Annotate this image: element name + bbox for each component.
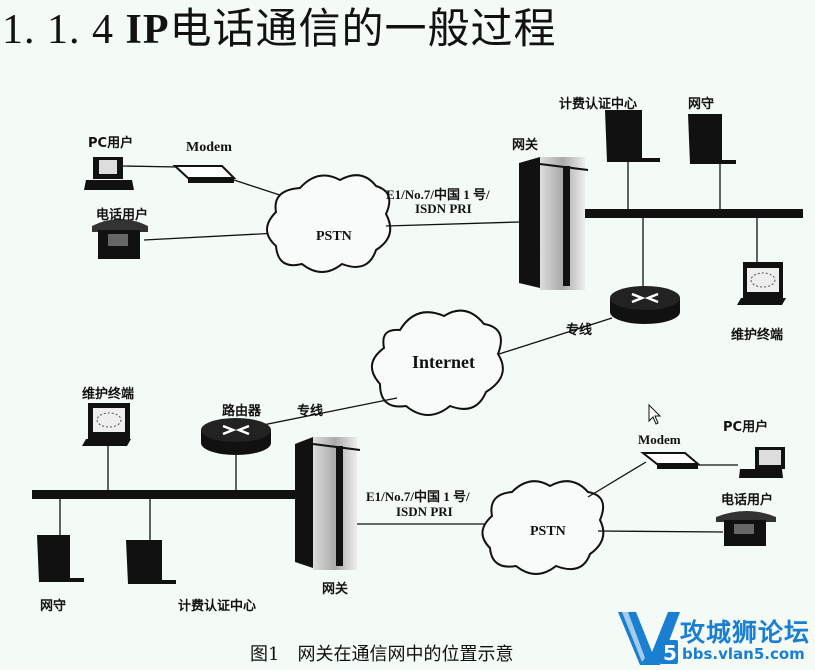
gateway-icon [295,437,361,570]
link-pc-modem [122,165,179,168]
link-pstn-phone [597,530,724,533]
label-maintenance-terminal: 维护终端 [731,328,784,343]
label-pstn: PSTN [530,524,566,539]
link-pstn-modem [587,461,647,498]
label-leased-line: 专线 [566,323,593,338]
label-maintenance-terminal: 维护终端 [82,387,135,402]
link-phone-pstn [143,232,279,241]
internet-cloud [371,309,504,416]
gateway-icon [519,157,589,290]
label-pc-user: PC用户 [88,136,134,151]
label-trunk-line-2: ISDN PRI [396,504,453,519]
leased-line-bottom [247,397,398,429]
label-gatekeeper: 网守 [688,97,715,112]
laptop-icon [82,403,131,446]
label-phone-user: 电话用户 [96,208,149,223]
svg-text:5: 5 [663,641,677,665]
label-trunk-line-1: E1/No.7/中国 1 号/ [366,489,470,504]
figure-caption-text: 网关在通信网中的位置示意 [297,644,514,665]
modem-icon [172,165,237,183]
heading-text: 电话通信的一般过程 [169,7,557,53]
figure-number: 图1 [250,644,280,665]
label-router: 路由器 [222,404,262,419]
label-gateway: 网关 [322,582,349,597]
label-billing-center: 计费认证中心 [178,599,257,614]
label-modem: Modem [186,140,232,155]
figure-caption: 图1 网关在通信网中的位置示意 [250,640,531,666]
section-heading: 1. 1. 4 IP电话通信的一般过程 [2,0,557,60]
server-gatekeeper-icon [37,535,84,582]
label-modem: Modem [638,432,681,447]
label-trunk-line-2: ISDN PRI [415,201,472,216]
phone-icon [716,511,776,546]
server-billing-icon [126,540,176,584]
server-gatekeeper-icon [688,114,736,164]
label-billing-center: 计费认证中心 [559,97,638,112]
pstn-cloud [481,480,605,575]
server-billing-icon [605,110,660,162]
label-internet: Internet [412,352,475,372]
router-icon [201,418,271,455]
router-icon [610,286,680,324]
modem-icon [640,452,701,469]
label-pc-user: PC用户 [723,420,769,435]
mouse-cursor-icon [648,404,662,425]
laptop-icon [737,262,786,305]
link-pstn-gateway [385,221,520,227]
label-trunk-line-1: E1/No.7/中国 1 号/ [386,187,490,202]
phone-icon [92,219,148,259]
bottom-lan-bus [32,490,302,499]
pstn-cloud [266,174,392,273]
heading-ip: IP [125,7,170,53]
label-pstn: PSTN [316,229,352,244]
watermark-title: 攻城狮论坛 [680,618,811,647]
top-lan-bus [585,209,803,218]
watermark-url: bbs.vlan5.com [682,645,805,663]
label-phone-user: 电话用户 [721,493,774,508]
label-leased-line: 专线 [297,404,324,419]
label-gatekeeper: 网守 [40,599,67,614]
label-gateway: 网关 [512,138,539,153]
watermark-logo-icon: 5 [618,612,680,665]
section-number: 1. 1. 4 [2,7,114,53]
pc-icon [84,157,134,190]
pc-icon [739,447,785,478]
